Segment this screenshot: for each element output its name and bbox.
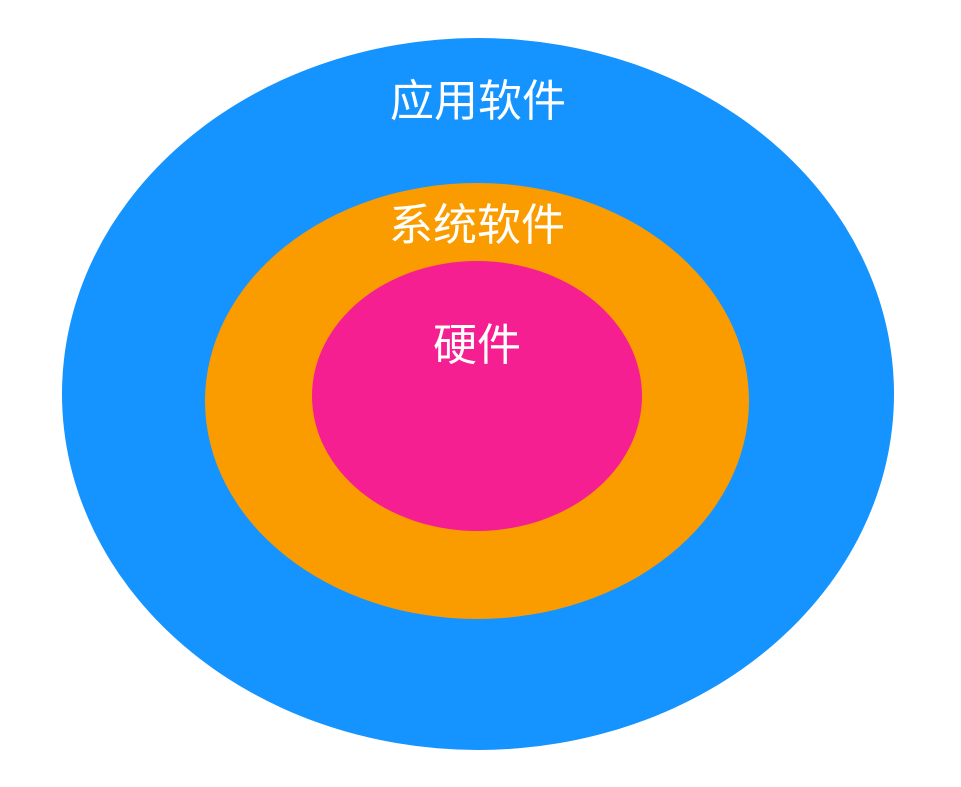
hardware-label: 硬件 — [433, 320, 521, 371]
application-software-label: 应用软件 — [390, 76, 566, 127]
hardware-layer — [312, 261, 642, 531]
system-software-label: 系统软件 — [389, 200, 565, 251]
